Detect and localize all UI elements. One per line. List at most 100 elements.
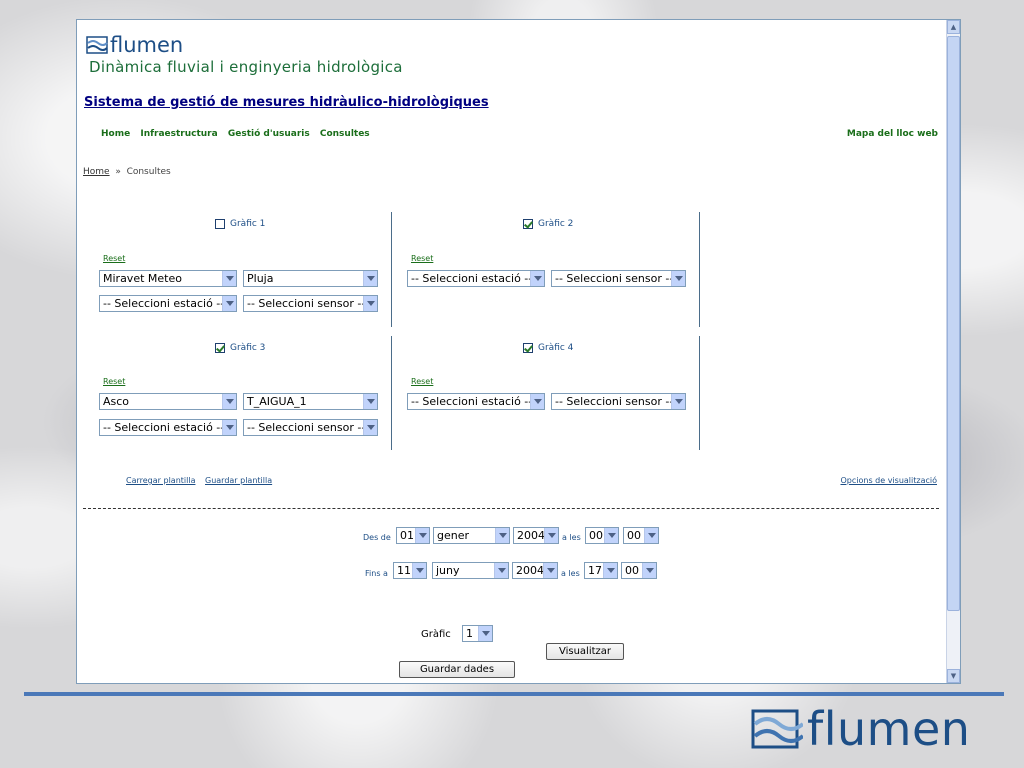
- date-from-year-select[interactable]: 2004: [513, 527, 559, 544]
- breadcrumb-separator: »: [115, 167, 121, 177]
- browser-window: flumen Dinàmica fluvial i enginyeria hid…: [76, 19, 961, 684]
- graph-2-reset-link[interactable]: Reset: [411, 254, 434, 263]
- date-to-hour-select[interactable]: 17: [584, 562, 618, 579]
- date-from-month-select[interactable]: gener: [433, 527, 510, 544]
- graph-3-reset-link[interactable]: Reset: [103, 377, 126, 386]
- dropdown-arrow-icon[interactable]: [530, 271, 544, 286]
- graph-1-reset-link[interactable]: Reset: [103, 254, 126, 263]
- date-from-year-value: 2004: [517, 529, 545, 542]
- dropdown-arrow-icon[interactable]: [543, 563, 557, 578]
- dropdown-arrow-icon[interactable]: [671, 394, 685, 409]
- vertical-scrollbar[interactable]: ▲ ▼: [946, 20, 960, 683]
- graph-2-checkbox[interactable]: [523, 219, 533, 229]
- dropdown-arrow-icon[interactable]: [530, 394, 544, 409]
- dropdown-arrow-icon[interactable]: [603, 563, 617, 578]
- graph-3-checkbox[interactable]: [215, 343, 225, 353]
- graph-number-select[interactable]: 1: [462, 625, 493, 642]
- section-divider: [83, 508, 939, 509]
- dropdown-arrow-icon[interactable]: [544, 528, 558, 543]
- sitemap-link[interactable]: Mapa del lloc web: [846, 129, 938, 139]
- dropdown-arrow-icon[interactable]: [495, 528, 509, 543]
- graph-1-sensor-select-2[interactable]: -- Seleccioni sensor --: [243, 295, 378, 312]
- load-template-link[interactable]: Carregar plantilla: [126, 476, 196, 485]
- date-to-minute-select[interactable]: 00: [621, 562, 657, 579]
- nav-item-infraestructura[interactable]: Infraestructura: [140, 129, 218, 139]
- graph-3-sensor-select[interactable]: T_AIGUA_1: [243, 393, 378, 410]
- graph-1-station-select[interactable]: Miravet Meteo: [99, 270, 237, 287]
- save-template-link[interactable]: Guardar plantilla: [205, 476, 273, 485]
- dropdown-arrow-icon[interactable]: [644, 528, 658, 543]
- breadcrumb-home[interactable]: Home: [83, 167, 110, 177]
- date-from-day-select[interactable]: 01: [396, 527, 430, 544]
- dropdown-arrow-icon[interactable]: [222, 271, 236, 286]
- logo-subtitle: Dinàmica fluvial i enginyeria hidrològic…: [89, 58, 403, 76]
- graph-3-station-select[interactable]: Asco: [99, 393, 237, 410]
- visualization-options-link[interactable]: Opcions de visualització: [840, 476, 937, 485]
- visualize-button[interactable]: Visualitzar: [546, 643, 624, 660]
- graph-3-label: Gràfic 3: [230, 343, 266, 353]
- graph-2-sensor-select[interactable]: -- Seleccioni sensor --: [551, 270, 686, 287]
- date-to-year-select[interactable]: 2004: [512, 562, 558, 579]
- date-from-month-value: gener: [437, 529, 470, 542]
- dropdown-arrow-icon[interactable]: [222, 394, 236, 409]
- date-from-hour-value: 00: [589, 529, 603, 542]
- date-to-month-select[interactable]: juny: [432, 562, 509, 579]
- dropdown-arrow-icon[interactable]: [363, 420, 377, 435]
- graph-2-station-select[interactable]: -- Seleccioni estació --: [407, 270, 545, 287]
- graph-3-station-select-2[interactable]: -- Seleccioni estació --: [99, 419, 237, 436]
- scroll-thumb[interactable]: [947, 36, 960, 611]
- dropdown-arrow-icon[interactable]: [222, 296, 236, 311]
- graph-3-sensor-value: T_AIGUA_1: [247, 395, 307, 408]
- graph-1-station-select-2[interactable]: -- Seleccioni estació --: [99, 295, 237, 312]
- breadcrumb: Home » Consultes: [83, 167, 171, 177]
- graph-1-sensor-value-2: -- Seleccioni sensor --: [247, 297, 366, 310]
- graph-4-sensor-select[interactable]: -- Seleccioni sensor --: [551, 393, 686, 410]
- dropdown-arrow-icon[interactable]: [494, 563, 508, 578]
- dropdown-arrow-icon[interactable]: [478, 626, 492, 641]
- nav-item-home[interactable]: Home: [101, 129, 131, 139]
- graph-2-label: Gràfic 2: [538, 219, 574, 229]
- date-from-minute-value: 00: [627, 529, 641, 542]
- date-to-year-value: 2004: [516, 564, 544, 577]
- graph-1-checkbox[interactable]: [215, 219, 225, 229]
- dropdown-arrow-icon[interactable]: [604, 528, 618, 543]
- nav-item-consultes[interactable]: Consultes: [319, 129, 370, 139]
- header-logo: flumen Dinàmica fluvial i enginyeria hid…: [86, 34, 403, 76]
- divider: [699, 336, 700, 450]
- graph-4-checkbox[interactable]: [523, 343, 533, 353]
- graph-4-reset-link[interactable]: Reset: [411, 377, 434, 386]
- dropdown-arrow-icon[interactable]: [363, 394, 377, 409]
- top-nav: Home Infraestructura Gestió d'usuaris Co…: [101, 129, 377, 139]
- graph-4-station-select[interactable]: -- Seleccioni estació --: [407, 393, 545, 410]
- date-to-day-select[interactable]: 11: [393, 562, 427, 579]
- dropdown-arrow-icon[interactable]: [363, 271, 377, 286]
- dropdown-arrow-icon[interactable]: [412, 563, 426, 578]
- dropdown-arrow-icon[interactable]: [671, 271, 685, 286]
- dropdown-arrow-icon[interactable]: [363, 296, 377, 311]
- graph-1-station-value: Miravet Meteo: [103, 272, 182, 285]
- graph-4-toggle[interactable]: Gràfic 4: [523, 343, 573, 353]
- date-to-hour-value: 17: [588, 564, 602, 577]
- graph-2-toggle[interactable]: Gràfic 2: [523, 219, 573, 229]
- save-data-button[interactable]: Guardar dades: [399, 661, 515, 678]
- scroll-down-icon[interactable]: ▼: [947, 669, 960, 683]
- divider: [699, 212, 700, 327]
- graph-3-toggle[interactable]: Gràfic 3: [215, 343, 265, 353]
- scroll-up-icon[interactable]: ▲: [947, 20, 960, 34]
- date-from-hour-select[interactable]: 00: [585, 527, 619, 544]
- graph-1-toggle[interactable]: Gràfic 1: [215, 219, 265, 229]
- dropdown-arrow-icon[interactable]: [642, 563, 656, 578]
- divider: [391, 212, 392, 327]
- date-from-minute-select[interactable]: 00: [623, 527, 659, 544]
- dropdown-arrow-icon[interactable]: [222, 420, 236, 435]
- nav-item-gestio-usuaris[interactable]: Gestió d'usuaris: [227, 129, 310, 139]
- graph-3-sensor-select-2[interactable]: -- Seleccioni sensor --: [243, 419, 378, 436]
- graph-1-sensor-select[interactable]: Pluja: [243, 270, 378, 287]
- graph-4-station-value: -- Seleccioni estació --: [411, 395, 533, 408]
- page-title[interactable]: Sistema de gestió de mesures hidràulico-…: [84, 95, 489, 110]
- date-to-day-value: 11: [397, 564, 411, 577]
- graph-3-station-value-2: -- Seleccioni estació --: [103, 421, 225, 434]
- graph-2-station-value: -- Seleccioni estació --: [411, 272, 533, 285]
- dropdown-arrow-icon[interactable]: [415, 528, 429, 543]
- date-to-minute-value: 00: [625, 564, 639, 577]
